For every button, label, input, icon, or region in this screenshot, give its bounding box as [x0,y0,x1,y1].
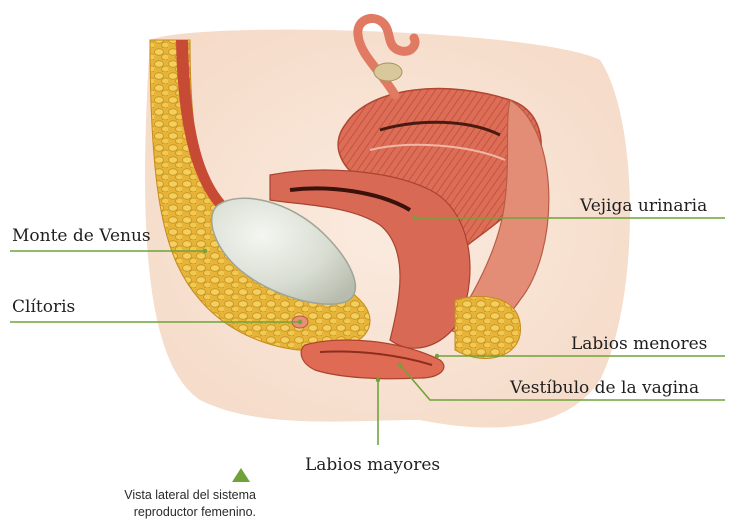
label-vestibulo-de-la-vagina: Vestíbulo de la vagina [510,378,699,398]
caption-line-2: reproductor femenino. [60,504,256,521]
label-vejiga-urinaria: Vejiga urinaria [580,196,707,216]
label-clitoris: Clítoris [12,297,75,317]
caption-marker-icon [232,468,250,482]
gluteal-fat [455,296,520,358]
label-labios-mayores: Labios mayores [305,455,440,475]
caption-line-1: Vista lateral del sistema [60,487,256,504]
figure-caption: Vista lateral del sistema reproductor fe… [60,487,256,521]
label-labios-menores: Labios menores [571,334,707,354]
label-monte-de-venus: Monte de Venus [12,226,151,246]
